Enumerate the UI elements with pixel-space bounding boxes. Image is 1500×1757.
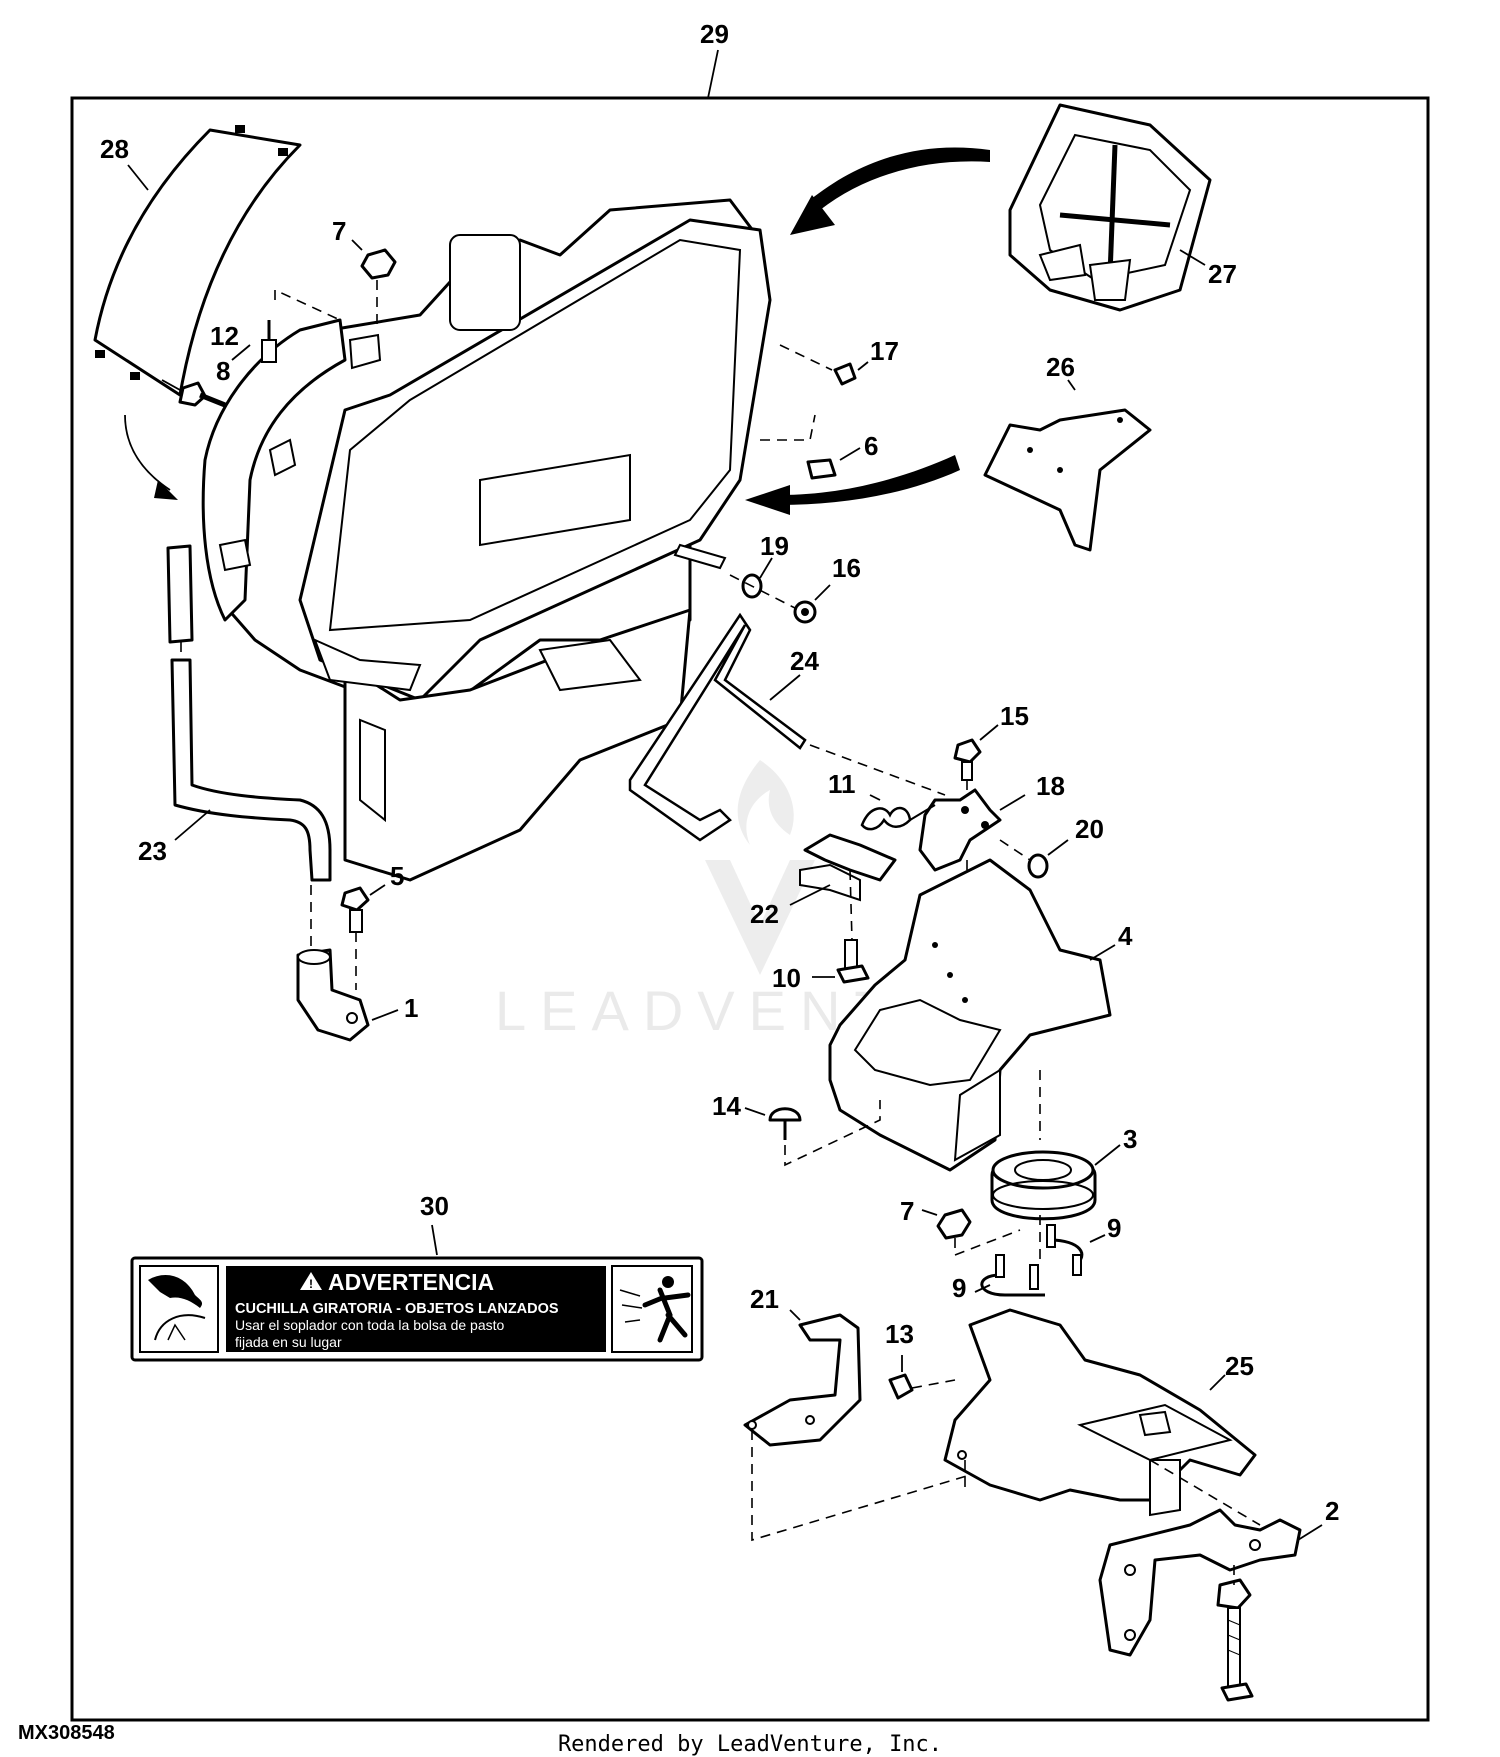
callout-30: 30	[420, 1191, 449, 1221]
callout-6: 6	[864, 431, 878, 461]
callout-28: 28	[100, 134, 129, 164]
callout-25: 25	[1225, 1351, 1254, 1381]
part-2-bracket	[1098, 1459, 1323, 1657]
part-6-plug	[760, 414, 861, 480]
callout-29: 29	[700, 19, 729, 49]
part-27-screen-guard	[1008, 103, 1212, 312]
part-13-clip-nut	[888, 1355, 956, 1400]
part-22-latch-bracket	[789, 833, 897, 941]
callout-11: 11	[828, 769, 856, 799]
part-4-spout	[828, 858, 1116, 1172]
callout-8: 8	[216, 356, 230, 386]
part-7-nut-top	[351, 239, 397, 330]
callout-23: 23	[138, 836, 167, 866]
part-29-blower-housing	[201, 198, 772, 882]
part-15-bolt	[953, 724, 999, 800]
callout-14: 14	[712, 1091, 741, 1121]
part-8-bolt	[161, 379, 226, 408]
callout-26: 26	[1046, 352, 1075, 382]
assembly-arrow-26	[780, 455, 960, 505]
render-credit: Rendered by LeadVenture, Inc.	[557, 1732, 943, 1757]
part-21-bracket	[743, 1309, 971, 1542]
callout-15: 15	[1000, 701, 1029, 731]
callout-12: 12	[210, 321, 239, 351]
callout-18: 18	[1036, 771, 1065, 801]
part-3-pulley	[990, 1070, 1121, 1221]
decal-heading: ADVERTENCIA	[328, 1269, 494, 1295]
callout-5: 5	[390, 861, 404, 891]
callout-16: 16	[832, 553, 861, 583]
part-7-nut-lower	[921, 1208, 1021, 1257]
callout-13: 13	[885, 1319, 914, 1349]
callout-3: 3	[1123, 1124, 1137, 1154]
part-26-bracket	[983, 379, 1152, 552]
callout-20: 20	[1075, 814, 1104, 844]
assembly-arrow-27	[810, 147, 990, 210]
part-28-cover-plate	[93, 125, 302, 397]
callout-27: 27	[1208, 259, 1237, 289]
callout-4: 4	[1118, 921, 1133, 951]
figure-id: MX308548	[18, 1722, 115, 1744]
callout-9-right: 9	[1107, 1213, 1121, 1243]
part-5-bolt	[340, 884, 386, 990]
callout-17: 17	[870, 336, 899, 366]
callout-9-left: 9	[952, 1273, 966, 1303]
part-rod-stub	[673, 543, 727, 570]
part-24-rod	[628, 612, 946, 842]
part-20-washer	[999, 839, 1069, 879]
part-1-bracket	[296, 885, 399, 1042]
part-30-warning-decal: ! ADVERTENCIA CUCHILLA GIRATORIA - OBJET…	[130, 1256, 704, 1362]
callout-10: 10	[772, 963, 801, 993]
part-long-bolt	[1216, 1565, 1254, 1702]
callout-24: 24	[790, 646, 819, 676]
part-17-clip	[779, 344, 869, 386]
part-9-key-right	[1039, 1215, 1106, 1276]
decal-line-1: CUCHILLA GIRATORIA - OBJETOS LANZADOS	[235, 1301, 559, 1317]
decal-line-3: fijada en su lugar	[235, 1334, 342, 1350]
part-14-push-pin	[744, 1100, 881, 1167]
part-18-plate	[918, 788, 1026, 872]
decal-line-2: Usar el soplador con toda la bolsa de pa…	[235, 1317, 504, 1333]
part-25-mount-plate	[943, 1308, 1257, 1517]
callout-7-lower: 7	[900, 1196, 914, 1226]
callout-21: 21	[750, 1284, 779, 1314]
part-10-bolt	[812, 939, 870, 984]
part-23-lever-handle	[166, 544, 332, 882]
part-11-spring	[860, 794, 936, 831]
part-19-washer	[729, 557, 796, 609]
part-9-key-left	[974, 1254, 1045, 1297]
assembly-frame	[70, 96, 1430, 1722]
callout-19: 19	[760, 531, 789, 561]
callout-1: 1	[404, 993, 418, 1023]
callout-7-top: 7	[332, 216, 346, 246]
part-16-lock-washer	[793, 584, 831, 624]
callout-22: 22	[750, 899, 779, 929]
svg-text:!: !	[309, 1277, 313, 1291]
part-12-screw	[231, 288, 341, 363]
callout-2: 2	[1325, 1496, 1339, 1526]
